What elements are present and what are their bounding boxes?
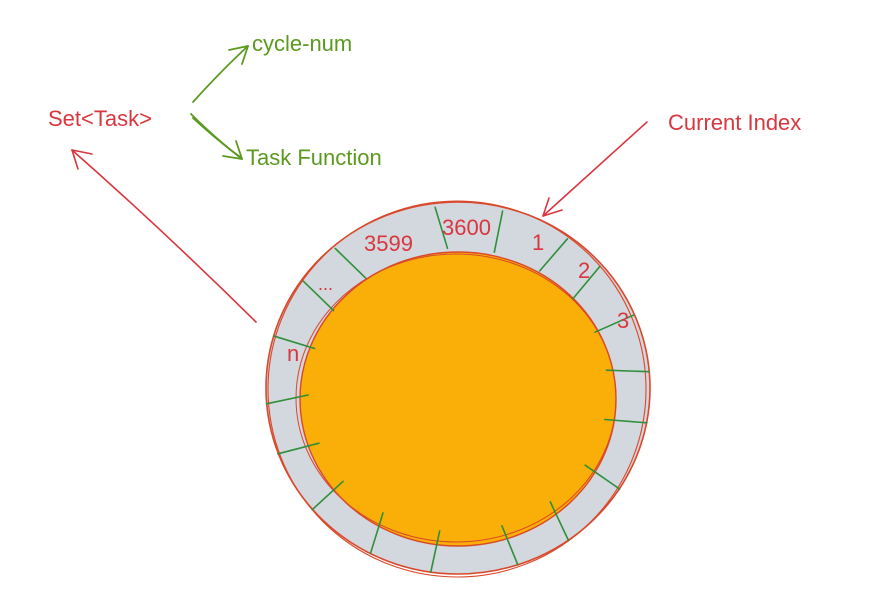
- slot-divider: [434, 206, 449, 250]
- slot-label-1: 1: [532, 230, 544, 255]
- arrow-set-to-task-function: [190, 113, 243, 160]
- slot-divider: [273, 335, 316, 350]
- slot-divider: [501, 524, 519, 566]
- slot-divider: [594, 314, 635, 334]
- slot-divider: [603, 418, 648, 424]
- slot-divider: [277, 442, 320, 455]
- set-task-label: Set<Task>: [48, 106, 152, 131]
- current-index-label: Current Index: [668, 110, 801, 135]
- slot-divider: [538, 238, 569, 272]
- slot-divider: [493, 210, 504, 253]
- slot-label-ellipsis: ...: [318, 274, 333, 294]
- arrow-wheel-to-set: [71, 149, 257, 323]
- slot-label-2: 2: [578, 258, 590, 283]
- wheel-outer-ring-sketch: [267, 200, 647, 578]
- field-task-function-label: Task Function: [246, 145, 382, 170]
- slot-divider: [429, 530, 441, 573]
- slot-dividers: [265, 206, 650, 573]
- timing-wheel: 3599 3600 1 2 3 n ...: [265, 200, 651, 578]
- slot-divider: [549, 501, 570, 542]
- arrow-current-index: [542, 121, 648, 217]
- slot-divider: [302, 280, 335, 312]
- slot-divider: [311, 480, 344, 511]
- slot-label-n: n: [287, 341, 299, 366]
- slot-divider: [265, 394, 309, 405]
- slot-label-3600: 3600: [442, 215, 491, 240]
- slot-divider: [584, 464, 621, 490]
- slot-divider: [572, 265, 601, 300]
- field-cycle-num-label: cycle-num: [252, 31, 352, 56]
- slot-label-3: 3: [617, 308, 629, 333]
- arrow-set-to-cycle-num: [192, 45, 249, 103]
- slot-divider: [605, 369, 650, 373]
- slot-divider: [369, 512, 384, 555]
- slot-label-3599: 3599: [364, 231, 413, 256]
- slot-divider: [334, 247, 367, 279]
